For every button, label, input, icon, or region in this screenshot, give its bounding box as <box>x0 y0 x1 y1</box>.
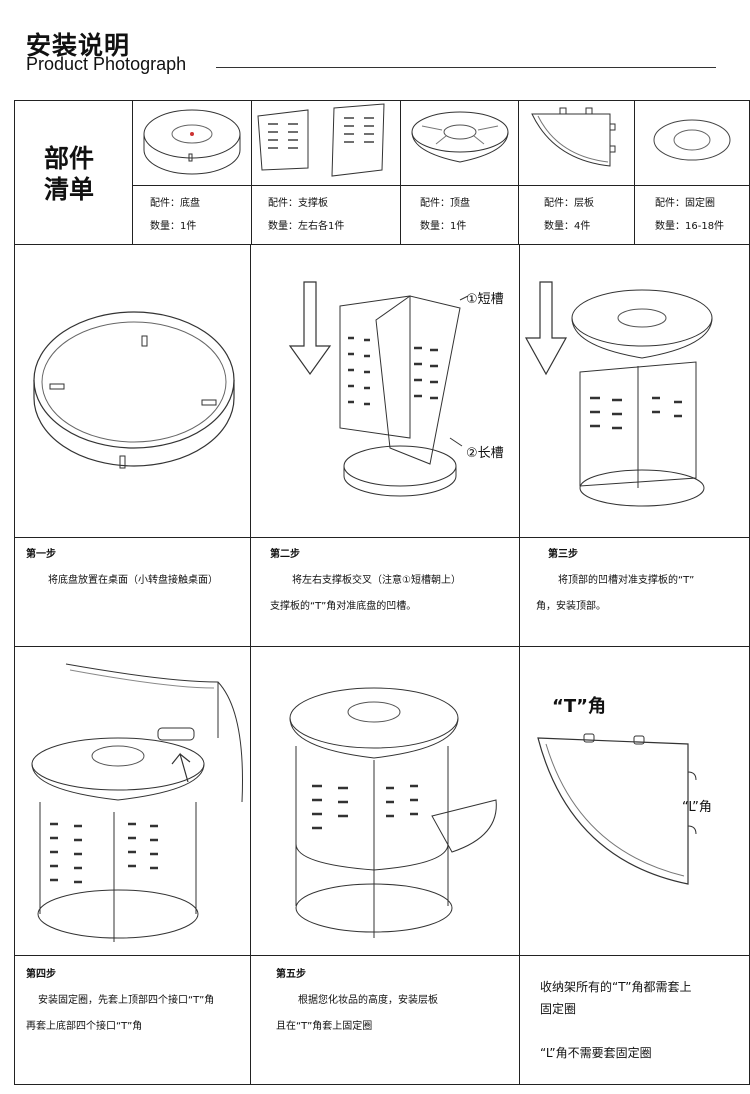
fixing-ring-image <box>653 119 731 161</box>
grid-line <box>634 100 635 244</box>
step-5-text: 第五步 根据您化妆品的高度，安装层板 且在“T”角套上固定圈 <box>276 969 438 1032</box>
step3-illustration <box>524 281 713 507</box>
base-tray-image <box>143 109 241 175</box>
shelf-board-image <box>531 107 616 167</box>
part-label: 配件：顶盘 数量：1件 <box>420 198 470 232</box>
step1-illustration <box>33 311 235 469</box>
part-label: 配件：底盘 数量：1件 <box>150 198 200 232</box>
grid-line <box>518 100 519 244</box>
step2-illustration <box>288 281 469 497</box>
l-corner-label: “L”角 <box>682 800 712 815</box>
grid-line <box>251 100 252 244</box>
grid-line <box>14 955 750 956</box>
corner-note: 收纳架所有的“T”角都需套上 固定圈 “L”角不需要套固定圈 <box>540 980 692 1060</box>
top-tray-image <box>411 111 509 163</box>
step-1-text: 第一步 将底盘放置在桌面（小转盘接触桌面） <box>26 549 218 586</box>
step-3-text: 第三步 将顶部的凹槽对准支撑板的“T” 角，安装顶部。 <box>536 549 695 612</box>
grid-line <box>14 646 750 647</box>
grid-line <box>519 244 520 1085</box>
step4-illustration <box>31 663 243 942</box>
page-subtitle: Product Photograph <box>26 54 187 74</box>
t-corner-label: “T”角 <box>552 696 606 717</box>
parts-list-heading: 部件 清单 <box>44 144 95 204</box>
grid-line <box>132 185 750 186</box>
page-title: 安装说明 <box>26 31 131 60</box>
grid-line <box>14 537 750 538</box>
step-4-text: 第四步 安装固定圈，先套上顶部四个接口“T”角 再套上底部四个接口“T”角 <box>26 969 215 1032</box>
grid-line <box>400 100 401 244</box>
grid-line <box>250 244 251 1085</box>
shelf-corner-diagram <box>537 733 697 885</box>
long-slot-label: ②长槽 <box>466 446 504 461</box>
support-boards-image <box>257 103 385 177</box>
grid-line <box>132 100 133 244</box>
step-2-text: 第二步 将左右支撑板交叉（注意①短槽朝上） 支撑板的“T”角对准底盘的凹槽。 <box>270 549 461 612</box>
short-slot-label: ①短槽 <box>466 292 504 307</box>
part-label: 配件：固定圈 数量：16-18件 <box>655 198 725 232</box>
title-divider <box>216 67 716 68</box>
step5-illustration <box>289 687 497 938</box>
grid-line <box>14 244 750 245</box>
part-label: 配件：支撑板 数量：左右各1件 <box>268 198 345 232</box>
part-label: 配件：层板 数量：4件 <box>544 198 594 232</box>
